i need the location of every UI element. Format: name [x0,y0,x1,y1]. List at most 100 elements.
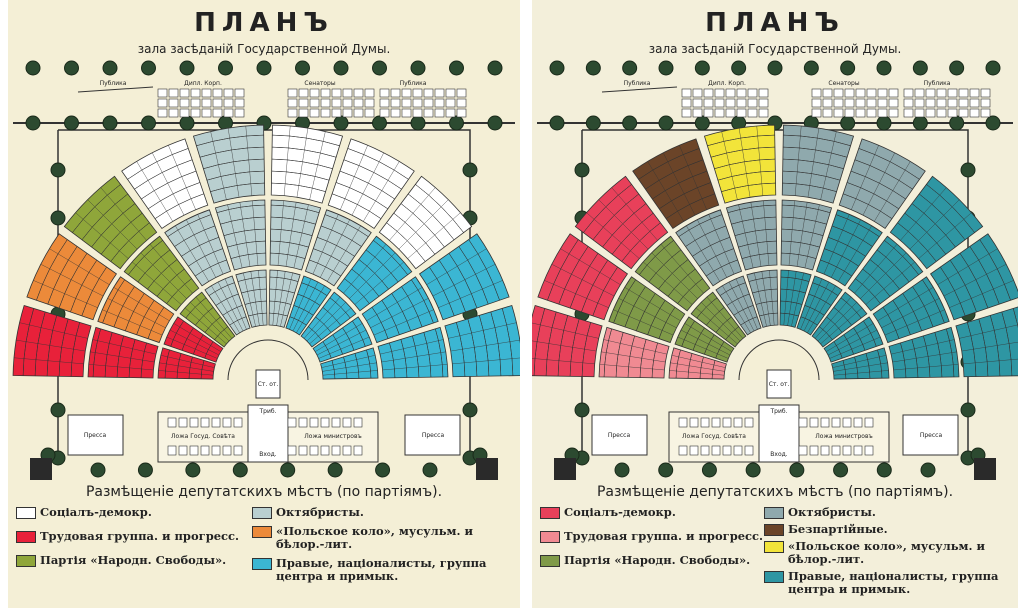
seat-divider [671,355,726,368]
column-icon [102,60,118,76]
seat-row-line [270,240,309,248]
seat-divider [49,248,110,285]
seat-row-line [401,286,423,328]
seat-sector-right [418,233,510,321]
gallery-seat [758,108,769,118]
column-icon [487,60,503,76]
seat-row-line [322,341,332,359]
column-icon [833,462,849,478]
seat-row-line [902,293,923,332]
seat-divider [735,278,758,330]
gallery-seat [201,98,212,108]
seat-divider [340,145,368,210]
gallery-seat [811,88,822,98]
tribune-label: Триб. [770,408,788,415]
gallery-seat [811,98,822,108]
box-seat [309,445,319,456]
legend-label: Партія «Народн. Свободы». [40,553,227,567]
gallery-seat [423,108,434,118]
gallery-seat [822,98,833,108]
seat-row-line [113,286,135,328]
seat-row-line [782,158,844,170]
seat-divider [373,309,434,336]
corner-pillar [974,458,996,480]
legend-swatch [764,541,784,553]
seat-row-line [127,239,164,276]
seat-row-line [675,349,681,379]
public-gallery [77,86,467,118]
seat-row-line [911,203,956,248]
column-icon [658,60,674,76]
box-seat [178,417,188,428]
legend-item-right: Правые, націоналисты, группа центра и пр… [764,570,1016,596]
seat-row-line [603,328,613,378]
seat-row-line [455,322,466,377]
seat-divider [803,281,830,332]
seat-divider [292,281,319,332]
column-icon [372,60,387,76]
entrance-label: Вход. [259,451,276,458]
legend-item-nonparty: Безпартійные. [764,523,1016,536]
gallery-seat [423,98,434,108]
gallery-seat [168,108,179,118]
gallery-seat [179,98,190,108]
seat-divider [544,280,609,308]
column-icon [912,60,928,76]
seat-divider [796,202,808,267]
gallery-seat [456,98,467,108]
seat-divider [807,285,836,333]
seat-row-line [208,282,235,297]
box-seat [700,417,710,428]
gallery-seat [379,108,390,118]
box-seat [744,417,754,428]
column-icon [574,402,590,418]
seat-row-line [921,279,945,324]
seat-divider [599,364,665,371]
seat-row-line [752,288,778,294]
seat-divider [186,219,216,278]
gallery-seat [309,98,320,108]
box-seat [189,417,199,428]
seat-divider [788,200,795,266]
gallery-seat [390,88,401,98]
box-seat [820,417,830,428]
legend-label: Правые, націоналисты, группа центра и пр… [276,556,487,583]
seat-row-line [726,293,750,306]
seat-divider [152,152,185,216]
seat-divider [306,302,346,342]
seat-divider [738,204,754,268]
seat-divider [820,307,863,345]
box-seat [711,417,721,428]
seat-divider [794,125,802,196]
seat-divider [102,309,163,336]
seat-divider [560,248,621,285]
seat-divider [343,244,387,294]
box-seat [689,445,699,456]
box-seat [287,417,297,428]
deputy-seating [532,124,1018,380]
seat-divider [769,270,775,326]
gallery-seat [903,88,914,98]
seat-row-line [900,342,907,379]
box-seat [842,417,852,428]
seat-row-line [400,339,408,378]
seat-row-line [216,204,266,214]
party-legend: Соціалъ-демокр.Трудовая группа. и прогре… [540,506,1018,608]
gallery-seat [401,108,412,118]
seat-row-line [710,146,776,158]
seat-row-line [174,225,216,247]
seat-divider [611,187,658,241]
seat-sector-trud [157,347,216,380]
seat-row-line [740,316,758,326]
seat-divider [75,212,129,259]
seat-row-line [271,158,333,170]
seat-divider [277,200,284,266]
stenographers-label: Ст. от. [258,381,279,388]
seat-row-line [738,240,777,248]
gallery-seat [811,108,822,118]
seat-row-line [104,332,113,378]
seat-row-line [478,315,490,377]
seat-row-line [1012,308,1018,328]
box-seat [342,445,352,456]
seat-row-line [147,259,178,290]
